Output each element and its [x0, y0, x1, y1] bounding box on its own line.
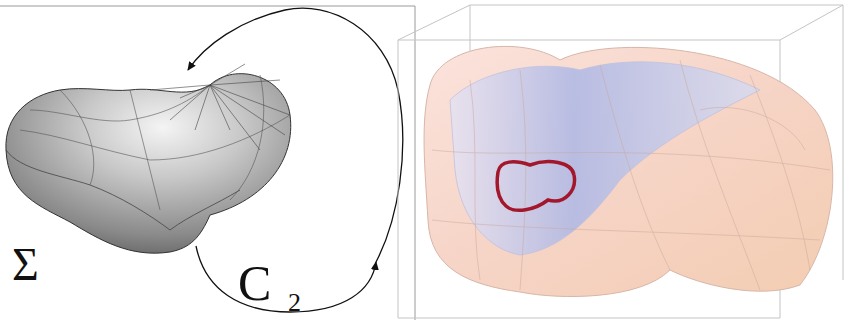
curve-subscript: 2 [288, 290, 301, 316]
curve-symbol: C [238, 258, 271, 308]
surface-symbol: Σ [12, 242, 39, 288]
